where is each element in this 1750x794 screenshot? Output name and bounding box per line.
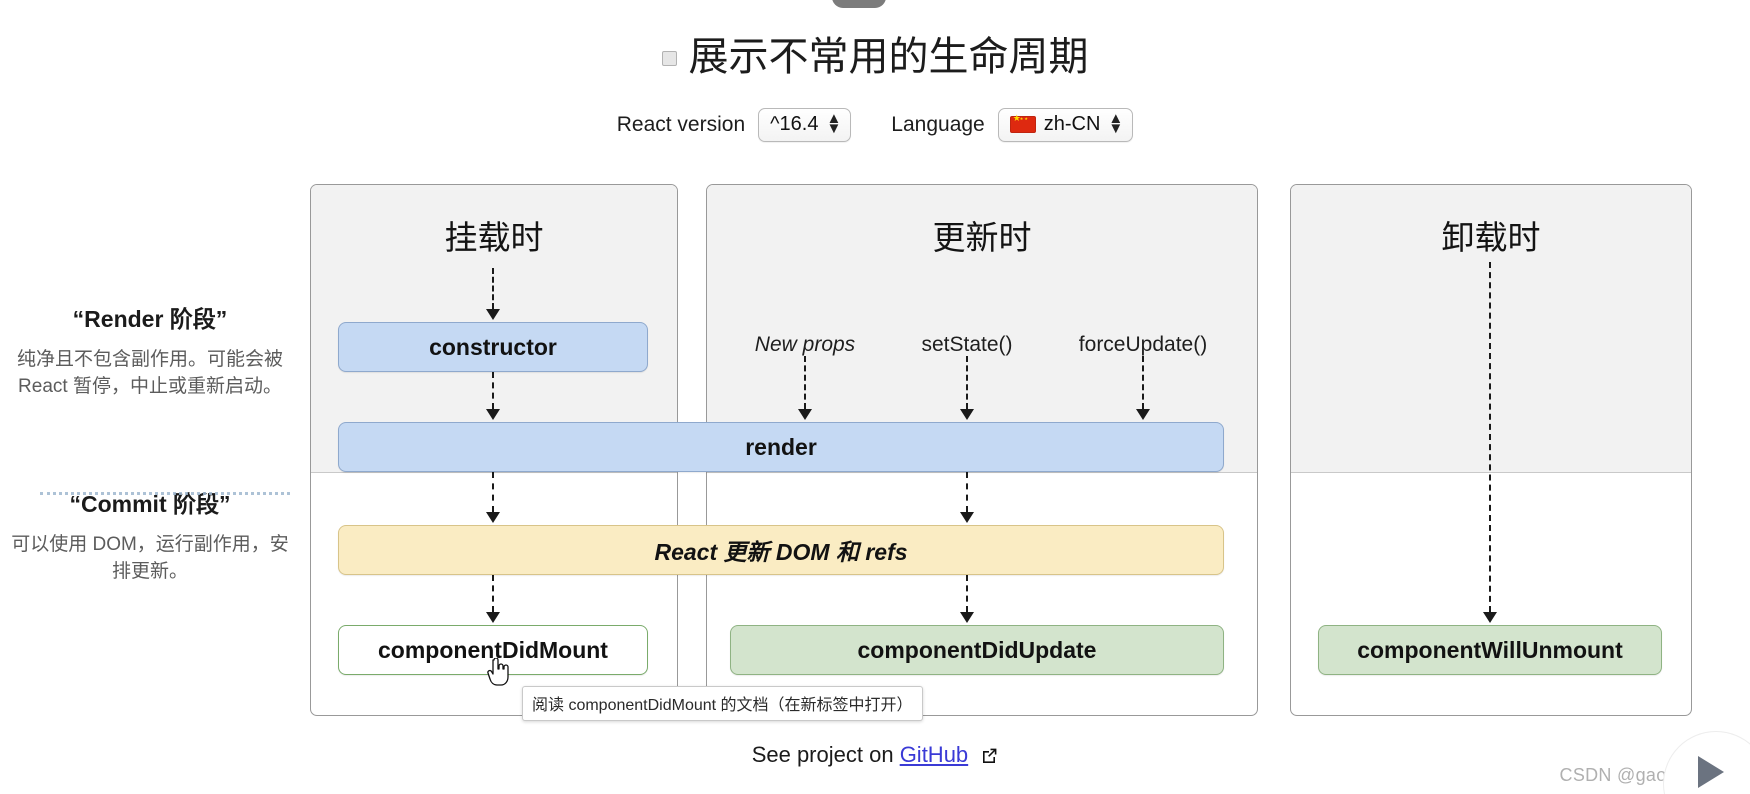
arrow-constructor-to-render bbox=[486, 372, 500, 420]
stepper-up-down-icon[interactable]: ▲▼ bbox=[1108, 110, 1124, 137]
footer: See project on GitHub bbox=[0, 742, 1750, 768]
lifecycle-box-constructor[interactable]: constructor bbox=[338, 322, 648, 372]
legend-render-phase-title: “Render 阶段” bbox=[72, 306, 228, 332]
lifecycle-box-react-updates-dom: React 更新 DOM 和 refs bbox=[338, 525, 1224, 575]
stepper-up-down-icon[interactable]: ▲▼ bbox=[826, 110, 842, 137]
render-phase-shade bbox=[1291, 185, 1691, 473]
language-label: Language bbox=[891, 113, 985, 136]
legend-commit-phase: “Commit 阶段” 可以使用 DOM，运行副作用，安排更新。 bbox=[10, 485, 290, 586]
arrow-reactdom-to-did-mount bbox=[486, 575, 500, 623]
tooltip-component-did-mount: 阅读 componentDidMount 的文档（在新标签中打开） bbox=[522, 686, 923, 721]
react-version-select[interactable]: ^16.4 ▲▼ bbox=[758, 108, 852, 142]
trigger-new-props: New props bbox=[754, 333, 856, 356]
footer-text: See project on bbox=[751, 742, 894, 767]
lifecycle-box-component-did-mount[interactable]: componentDidMount bbox=[338, 625, 648, 675]
react-version-value: ^16.4 bbox=[770, 113, 819, 135]
arrow-reactdom-to-did-update bbox=[960, 575, 974, 623]
legend-commit-phase-title: “Commit 阶段” bbox=[69, 490, 231, 517]
github-link[interactable]: GitHub bbox=[899, 742, 969, 767]
column-unmounting-title: 卸载时 bbox=[1441, 219, 1541, 256]
lifecycle-box-component-did-update[interactable]: componentDidUpdate bbox=[730, 625, 1224, 675]
page-title: 展示不常用的生命周期 bbox=[688, 35, 1089, 79]
play-triangle-icon[interactable] bbox=[1698, 756, 1724, 788]
trigger-set-state: setState() bbox=[921, 333, 1013, 356]
arrow-new-props-to-render bbox=[798, 356, 812, 420]
lifecycle-box-component-will-unmount[interactable]: componentWillUnmount bbox=[1318, 625, 1662, 675]
controls-bar: React version ^16.4 ▲▼ Language zh-CN ▲▼ bbox=[0, 108, 1750, 142]
arrow-set-state-to-render bbox=[960, 356, 974, 420]
column-updating-title: 更新时 bbox=[932, 219, 1032, 256]
toggle-uncommon-lifecycles[interactable]: 展示不常用的生命周期 bbox=[661, 34, 1089, 80]
flag-china-icon bbox=[1009, 114, 1036, 133]
legend-divider bbox=[40, 492, 290, 495]
language-value: zh-CN bbox=[1043, 113, 1101, 135]
arrow-title-to-will-unmount bbox=[1483, 262, 1497, 623]
lifecycle-box-render[interactable]: render bbox=[338, 422, 1224, 472]
legend-render-phase-body: 纯净且不包含副作用。可能会被 React 暂停，中止或重新启动。 bbox=[16, 349, 283, 397]
arrow-render-to-reactdom-update bbox=[960, 472, 974, 523]
column-mounting-title: 挂载时 bbox=[444, 219, 544, 256]
arrow-force-update-to-render bbox=[1136, 356, 1150, 420]
language-select[interactable]: zh-CN ▲▼ bbox=[997, 108, 1134, 142]
trigger-force-update: forceUpdate() bbox=[1078, 333, 1208, 356]
external-link-icon[interactable] bbox=[981, 744, 998, 770]
page-header: 展示不常用的生命周期 bbox=[0, 34, 1750, 80]
checkbox-unchecked-icon[interactable] bbox=[661, 50, 677, 66]
legend-commit-phase-body: 可以使用 DOM，运行副作用，安排更新。 bbox=[11, 533, 289, 582]
legend-render-phase: “Render 阶段” 纯净且不包含副作用。可能会被 React 暂停，中止或重… bbox=[10, 300, 290, 401]
scroll-pill[interactable] bbox=[832, 0, 886, 8]
react-version-label: React version bbox=[616, 113, 746, 136]
arrow-title-to-constructor bbox=[486, 268, 500, 320]
arrow-render-to-reactdom-mount bbox=[486, 472, 500, 523]
phase-legend: “Render 阶段” 纯净且不包含副作用。可能会被 React 暂停，中止或重… bbox=[10, 300, 290, 586]
